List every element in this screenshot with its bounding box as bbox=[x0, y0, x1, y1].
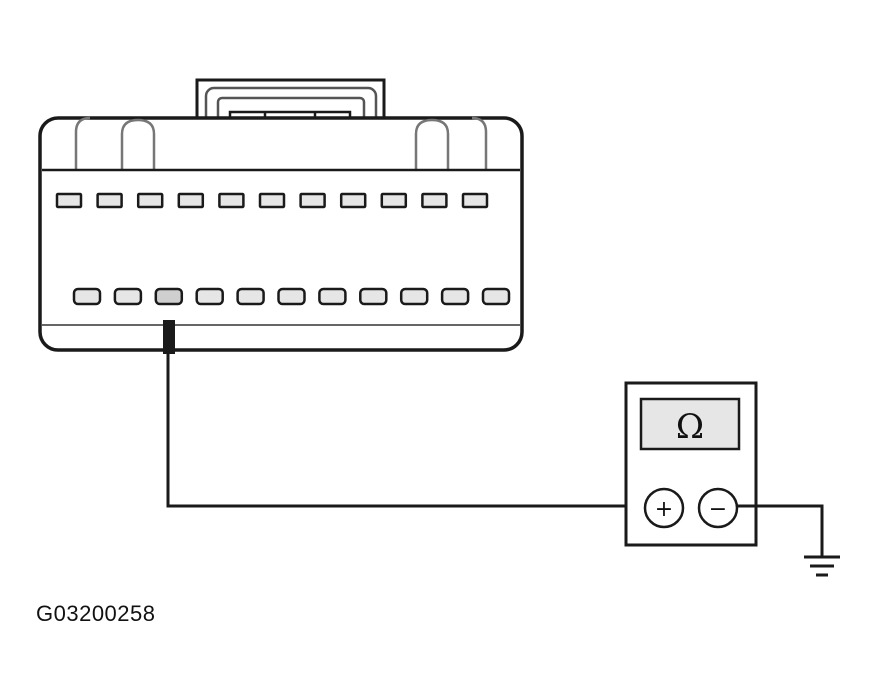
probe-tip bbox=[163, 320, 175, 354]
negative-terminal-label: − bbox=[709, 497, 727, 522]
connector-pin bbox=[55, 192, 83, 209]
figure-id: G03200258 bbox=[36, 601, 156, 626]
connector-pin bbox=[113, 287, 143, 306]
connector-pin bbox=[218, 192, 245, 209]
negative-terminal[interactable] bbox=[697, 487, 739, 529]
connector-pin bbox=[136, 192, 164, 209]
ohmmeter: Ω + − bbox=[624, 381, 758, 547]
connector-housing bbox=[38, 116, 524, 352]
ground-wire bbox=[737, 504, 824, 556]
ohm-symbol: Ω bbox=[676, 407, 704, 447]
ground-icon bbox=[804, 555, 840, 577]
ohmmeter-display bbox=[639, 397, 741, 451]
connector-pin bbox=[195, 287, 224, 306]
positive-terminal[interactable] bbox=[643, 487, 685, 529]
connector-bottom-row-pins bbox=[72, 287, 511, 306]
connector-pin bbox=[318, 287, 347, 306]
connector-pin bbox=[96, 192, 123, 209]
connector-pin bbox=[339, 192, 367, 209]
connector-top-row-pins bbox=[55, 192, 489, 209]
positive-terminal-label: + bbox=[655, 497, 673, 522]
connector-pin bbox=[299, 192, 326, 209]
connector-pin bbox=[421, 192, 448, 209]
test-lead-wire bbox=[166, 352, 645, 508]
connector-pin bbox=[461, 192, 489, 209]
connector-pin bbox=[236, 287, 265, 306]
connector-pin bbox=[481, 287, 511, 306]
connector-pin bbox=[440, 287, 470, 306]
connector-pin bbox=[72, 287, 102, 306]
connector-pin-probed bbox=[154, 287, 184, 306]
connector-pin bbox=[380, 192, 408, 209]
connector-pin bbox=[177, 192, 205, 209]
connector-pin bbox=[258, 192, 286, 209]
connector bbox=[38, 78, 524, 352]
connector-pin bbox=[277, 287, 306, 306]
test-lead bbox=[163, 320, 645, 508]
connector-pin bbox=[399, 287, 429, 306]
ground-lead bbox=[737, 504, 840, 577]
connector-pin bbox=[359, 287, 388, 306]
